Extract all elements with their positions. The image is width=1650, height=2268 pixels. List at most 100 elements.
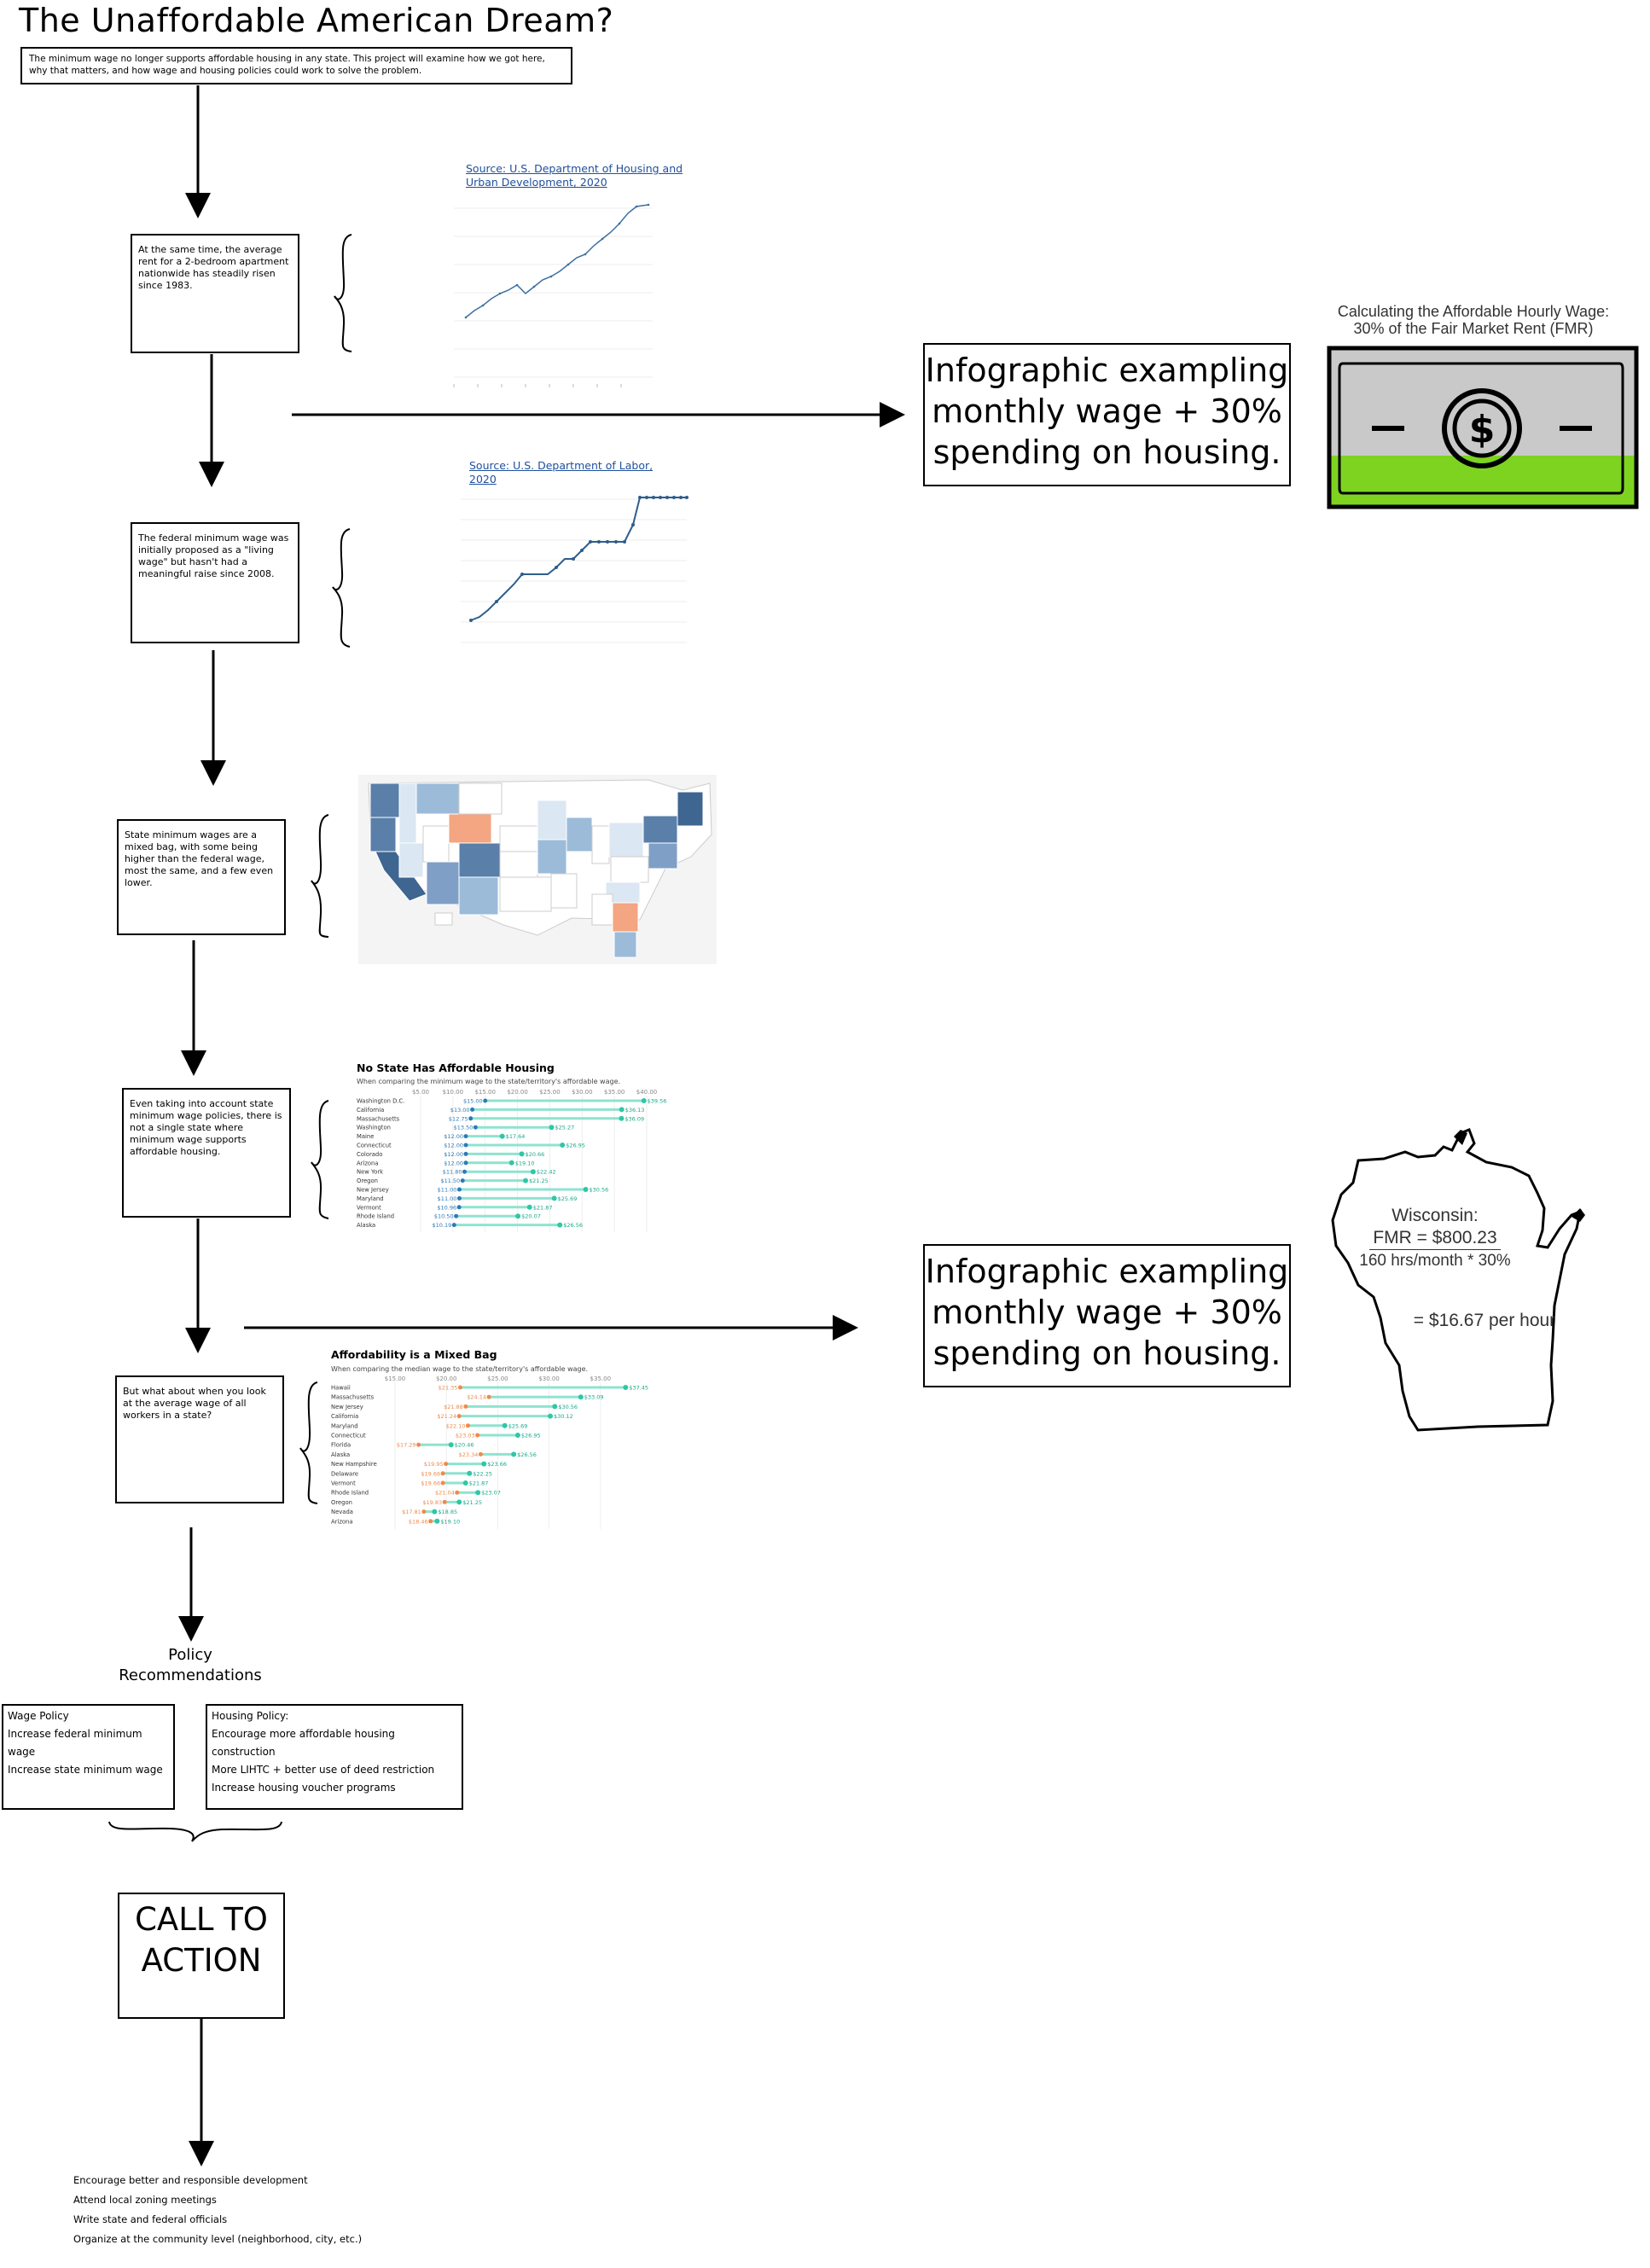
affordable-dot — [583, 1187, 589, 1192]
wisconsin-state-outline — [1331, 1128, 1585, 1432]
low-value-label: $23.34 — [459, 1451, 479, 1458]
source-link-labor[interactable]: Source: U.S. Department of Labor, 2020 — [469, 459, 654, 486]
affordable-value-label: $21.87 — [533, 1204, 553, 1211]
infographic-placeholder-1: Infographic exampling monthly wage + 30%… — [923, 343, 1291, 486]
low-dot — [478, 1451, 483, 1457]
affordable-dot — [548, 1413, 554, 1419]
wage-policy-item: Increase state minimum wage — [8, 1764, 163, 1776]
state-label: Alaska — [331, 1451, 350, 1458]
low-dot — [463, 1404, 468, 1409]
low-value-label: $21.04 — [435, 1490, 455, 1497]
low-value-label: $12.00 — [444, 1151, 463, 1158]
low-dot — [468, 1116, 474, 1121]
low-value-label: $10.96 — [437, 1204, 456, 1211]
affordable-dot — [508, 1160, 514, 1166]
x-tick-label: $10.00 — [443, 1089, 464, 1096]
affordable-value-label: $37.45 — [629, 1385, 648, 1392]
affordable-value-label: $26.95 — [566, 1143, 585, 1149]
policy-heading: Policy Recommendations — [119, 1646, 262, 1684]
money-caption-line2: 30% of the Fair Market Rent (FMR) — [1353, 320, 1594, 337]
low-value-label: $11.00 — [438, 1187, 457, 1194]
affordable-value-label: $33.09 — [584, 1394, 604, 1401]
x-tick-label: $40.00 — [636, 1089, 658, 1096]
source-link-hud[interactable]: Source: U.S. Department of Housing and U… — [466, 162, 683, 189]
low-dot — [440, 1480, 445, 1486]
affordable-value-label: $19.10 — [515, 1160, 535, 1166]
affordable-value-label: $23.66 — [487, 1461, 507, 1468]
low-dot — [455, 1490, 460, 1495]
low-value-label: $22.10 — [446, 1422, 466, 1429]
state-label: Oregon — [331, 1499, 352, 1506]
affordable-dot — [434, 1518, 440, 1524]
affordable-value-label: $26.56 — [563, 1222, 583, 1229]
low-dot — [463, 1151, 468, 1156]
low-value-label: $19.66 — [421, 1470, 440, 1477]
state-label: Nevada — [331, 1509, 353, 1515]
low-value-label: $11.80 — [443, 1169, 462, 1176]
state-label: New Jersey — [357, 1187, 389, 1194]
affordable-dot — [456, 1499, 462, 1505]
state-label: Connecticut — [357, 1143, 392, 1149]
state-label: California — [331, 1413, 358, 1420]
low-dot — [462, 1169, 467, 1174]
low-value-label: $17.29 — [397, 1442, 416, 1449]
low-value-label: $21.24 — [437, 1413, 456, 1420]
low-value-label: $17.81 — [402, 1509, 421, 1515]
low-value-label: $19.95 — [424, 1461, 444, 1468]
affordable-value-label: $21.25 — [529, 1178, 549, 1184]
chart1-subtitle: When comparing the minimum wage to the s… — [357, 1078, 621, 1085]
low-dot — [465, 1423, 470, 1428]
x-tick-label: $30.00 — [572, 1089, 593, 1096]
low-dot — [454, 1213, 459, 1218]
affordable-value-label: $21.87 — [469, 1480, 489, 1487]
state-label: Maryland — [357, 1195, 384, 1202]
affordable-value-label: $19.10 — [440, 1518, 460, 1525]
state-label: Delaware — [331, 1470, 358, 1477]
chart2-subtitle: When comparing the median wage to the st… — [331, 1365, 589, 1373]
low-value-label: $10.19 — [433, 1222, 452, 1229]
low-dot — [428, 1519, 433, 1524]
low-dot — [473, 1125, 478, 1130]
low-value-label: $12.00 — [444, 1160, 463, 1166]
low-value-label: $24.14 — [467, 1394, 486, 1401]
affordable-value-label: $17.64 — [506, 1133, 526, 1140]
state-label: Arizona — [357, 1160, 379, 1166]
state-label: California — [357, 1107, 384, 1114]
x-tick-label: $35.00 — [590, 1375, 612, 1382]
step-box-state-wage: State minimum wages are a mixed bag, wit… — [117, 819, 286, 935]
low-value-label: $10.50 — [434, 1213, 454, 1220]
cta-action-list: Encourage better and responsible develop… — [73, 2171, 362, 2249]
low-dot — [416, 1442, 421, 1447]
money-caption: Calculating the Affordable Hourly Wage: … — [1297, 303, 1650, 337]
step-box-rent: At the same time, the average rent for a… — [131, 234, 299, 353]
affordable-dot — [641, 1098, 647, 1103]
state-label: New Jersey — [331, 1404, 363, 1410]
low-value-label: $13.50 — [454, 1125, 474, 1131]
state-label: Vermont — [357, 1204, 381, 1211]
affordable-value-label: $30.12 — [554, 1413, 573, 1420]
x-tick-label: $5.00 — [412, 1089, 429, 1096]
low-dot — [456, 1414, 462, 1419]
low-dot — [463, 1134, 468, 1139]
low-value-label: $12.75 — [449, 1115, 468, 1122]
affordable-value-label: $21.25 — [462, 1499, 482, 1506]
money-caption-line1: Calculating the Affordable Hourly Wage: — [1337, 303, 1610, 320]
brace-shapes — [108, 234, 352, 1842]
state-label: Washington D.C. — [357, 1098, 404, 1105]
wisconsin-denominator: 160 hrs/month * 30% — [1359, 1252, 1511, 1270]
affordable-value-label: $20.66 — [526, 1151, 545, 1158]
affordable-dot — [515, 1213, 521, 1219]
affordable-value-label: $26.56 — [517, 1451, 537, 1458]
state-label: Vermont — [331, 1480, 356, 1487]
low-dot — [460, 1178, 465, 1183]
state-label: Massachusetts — [331, 1394, 375, 1401]
wisconsin-label: Wisconsin: — [1391, 1206, 1479, 1225]
affordable-value-label: $36.09 — [625, 1115, 644, 1122]
low-value-label: $13.00 — [450, 1107, 470, 1114]
x-tick-label: $20.00 — [436, 1375, 457, 1382]
low-dot — [475, 1433, 480, 1438]
low-value-label: $23.03 — [456, 1433, 475, 1439]
state-label: Connecticut — [331, 1433, 366, 1439]
affordable-value-label: $22.25 — [473, 1470, 492, 1477]
